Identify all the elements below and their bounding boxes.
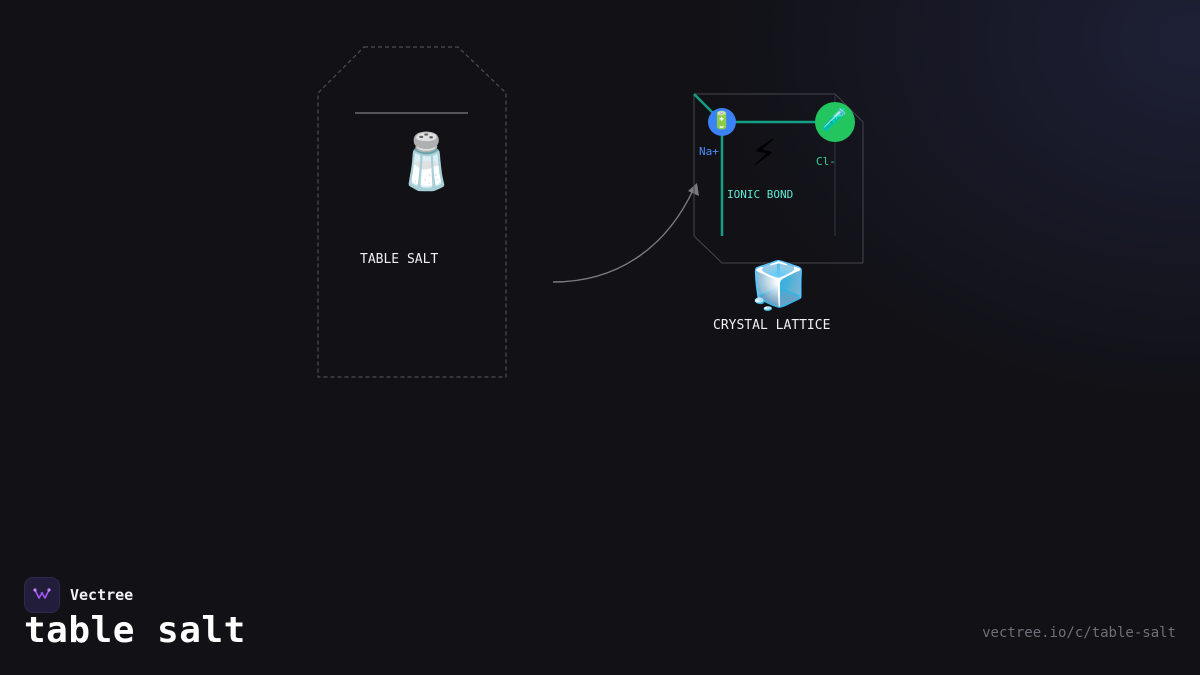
battery-icon: 🔋 — [711, 111, 733, 131]
table-salt-label: TABLE SALT — [360, 252, 439, 267]
chloride-ion-label: Cl- — [816, 155, 836, 168]
sodium-ion-circle — [708, 108, 736, 136]
ionic-bond-label: IONIC BOND — [727, 188, 794, 201]
brand: Vectree — [24, 577, 133, 613]
page-title: table salt — [24, 610, 246, 651]
ice-cube-icon: 🧊 — [750, 258, 808, 312]
table-salt-container — [317, 46, 507, 378]
lightning-icon: ⚡ — [750, 131, 778, 175]
test-tube-icon: 🧪 — [821, 108, 849, 133]
connector-arrow — [552, 187, 695, 283]
vectree-logo-icon — [24, 577, 60, 613]
chloride-ion-circle — [815, 102, 855, 142]
brand-name: Vectree — [70, 586, 134, 604]
crystal-lattice-label: CRYSTAL LATTICE — [713, 318, 831, 333]
sodium-ion-label: Na+ — [699, 145, 719, 158]
salt-shaker-icon: 🧂 — [393, 130, 461, 193]
page-url[interactable]: vectree.io/c/table-salt — [982, 625, 1176, 641]
